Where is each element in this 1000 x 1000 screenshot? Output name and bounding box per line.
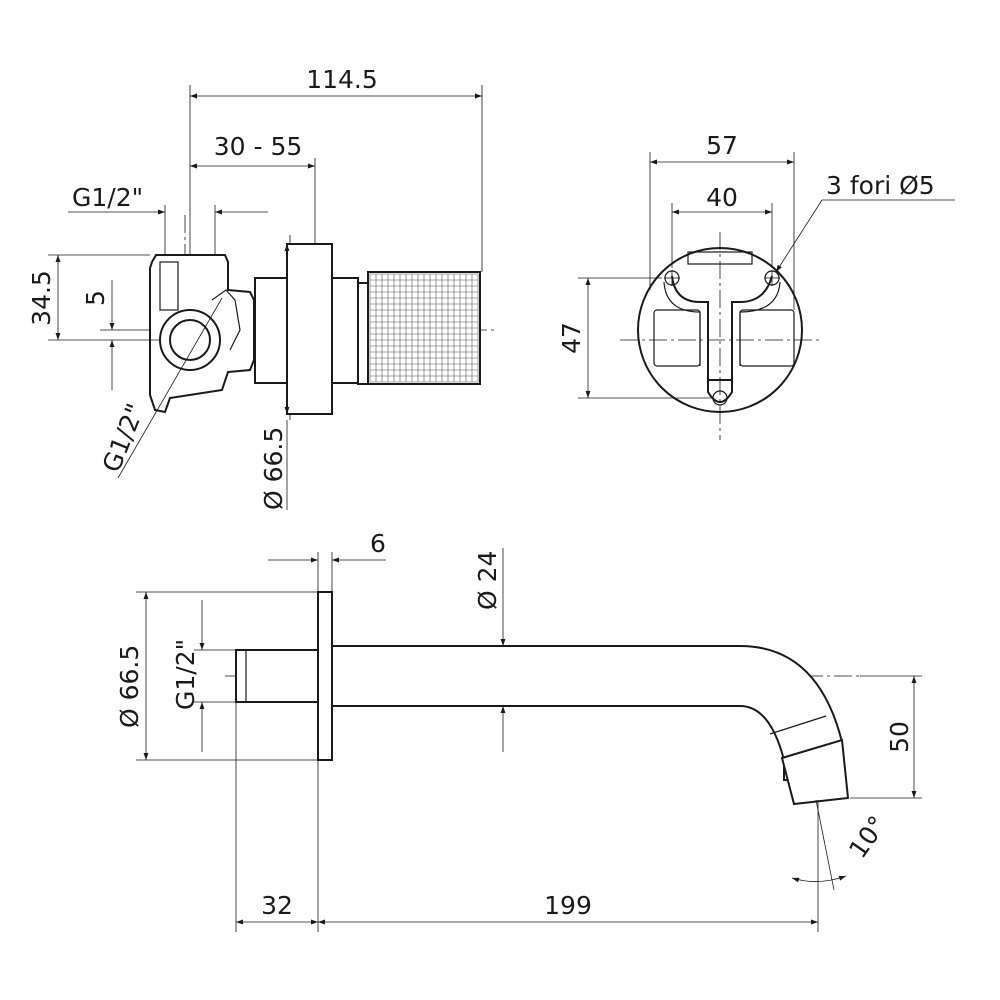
dim-spout-diameter: Ø 24	[473, 551, 502, 610]
knurl-pattern	[369, 273, 479, 383]
dim-arc-angle	[791, 875, 847, 883]
spout-tube	[331, 645, 843, 781]
bracket-tab	[707, 380, 733, 403]
dim-width-outer: 57	[706, 131, 738, 160]
valve-detail	[211, 289, 241, 351]
dim-body: 32	[261, 891, 293, 920]
dim-wall-range: 30 - 55	[214, 132, 303, 161]
front-view	[620, 232, 820, 440]
body-top	[687, 251, 753, 265]
body-left	[653, 309, 701, 367]
valve-body	[149, 254, 255, 414]
spout-body	[235, 649, 319, 703]
spout-aerator	[780, 738, 850, 806]
dim-length: 114.5	[306, 65, 378, 94]
dim-width-holes: 40	[706, 183, 738, 212]
dim-angle: 10°	[843, 811, 892, 864]
dim-projection: 199	[544, 891, 592, 920]
hole-bottom	[712, 390, 728, 406]
front-view-dimensions: 57 40 47 3 fori Ø5	[557, 131, 955, 399]
dim-outlet-thread: G1/2"	[97, 399, 151, 476]
side-view	[149, 215, 495, 420]
plate-collar	[331, 277, 359, 384]
leader-outlet	[117, 297, 223, 479]
dim-spout-thread: G1/2"	[171, 639, 200, 710]
valve-outlet-bore	[169, 319, 211, 361]
dim-spout-plate-diameter: Ø 66.5	[115, 645, 144, 728]
leader-holes	[775, 199, 823, 273]
spout-wall-plate	[317, 591, 333, 761]
dim-plate-thickness: 6	[370, 529, 386, 558]
dim-height-front: 47	[557, 322, 586, 354]
dim-drop: 50	[885, 721, 914, 753]
valve-inlet	[159, 261, 179, 311]
holes-note: 3 fori Ø5	[826, 171, 935, 200]
dim-offset: 5	[81, 290, 110, 306]
body-hub	[254, 277, 288, 384]
dim-height: 34.5	[27, 270, 56, 326]
spout-view	[225, 591, 860, 806]
dim-plate-diameter: Ø 66.5	[259, 427, 288, 510]
dim-inlet-thread: G1/2"	[72, 183, 143, 212]
body-right	[739, 309, 795, 367]
wall-plate	[286, 243, 333, 415]
mounting-bracket	[671, 275, 773, 381]
bracket-outline	[663, 281, 781, 366]
